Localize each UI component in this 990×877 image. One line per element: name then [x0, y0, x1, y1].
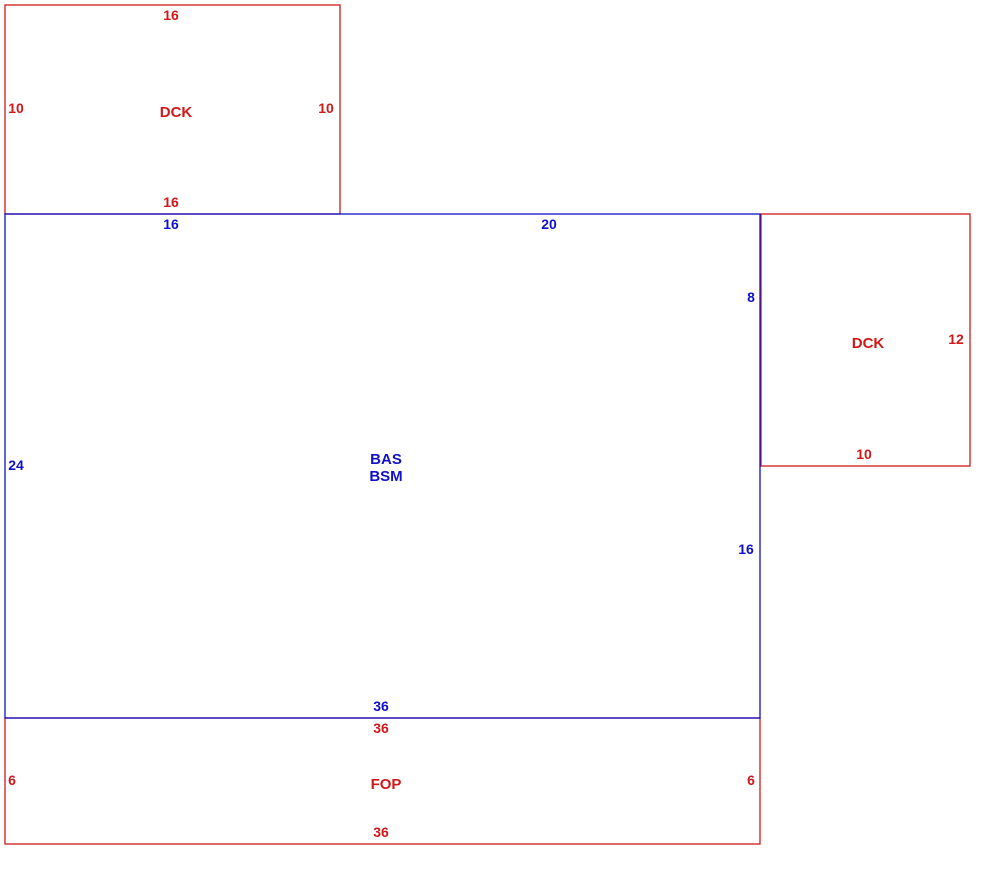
porch-dim-top: 36	[373, 720, 389, 736]
deck-top-dim-right: 10	[318, 100, 334, 116]
deck-top: 16 10 10 DCK 16	[4, 4, 341, 215]
basement-dim-left: 24	[8, 457, 24, 473]
deck-right-dim-right: 12	[948, 331, 964, 347]
deck-top-code: DCK	[160, 104, 193, 121]
deck-right-code: DCK	[852, 335, 885, 352]
deck-right-outline	[760, 213, 971, 467]
basement-dim-top-left: 16	[163, 216, 179, 232]
porch-dim-left: 6	[8, 772, 16, 788]
basement-dim-right-lower: 16	[738, 541, 754, 557]
deck-right-dim-bottom: 10	[856, 446, 872, 462]
deck-top-dim-left: 10	[8, 100, 24, 116]
porch: 36 6 6 FOP 36	[4, 717, 761, 845]
basement-dim-bottom: 36	[373, 698, 389, 714]
porch-dim-bottom: 36	[373, 824, 389, 840]
porch-code: FOP	[371, 776, 402, 793]
basement-dim-top-right: 20	[541, 216, 557, 232]
deck-top-dim-top: 16	[163, 7, 179, 23]
deck-right: DCK 12 10	[760, 213, 971, 467]
porch-dim-right: 6	[747, 772, 755, 788]
basement: 16 20 8 24 BAS BSM 16 36	[4, 213, 761, 719]
basement-code-2: BSM	[369, 468, 402, 485]
basement-outline	[4, 213, 761, 719]
basement-code-1: BAS	[370, 451, 402, 468]
deck-top-dim-bottom: 16	[163, 194, 179, 210]
basement-dim-right-upper: 8	[747, 289, 755, 305]
